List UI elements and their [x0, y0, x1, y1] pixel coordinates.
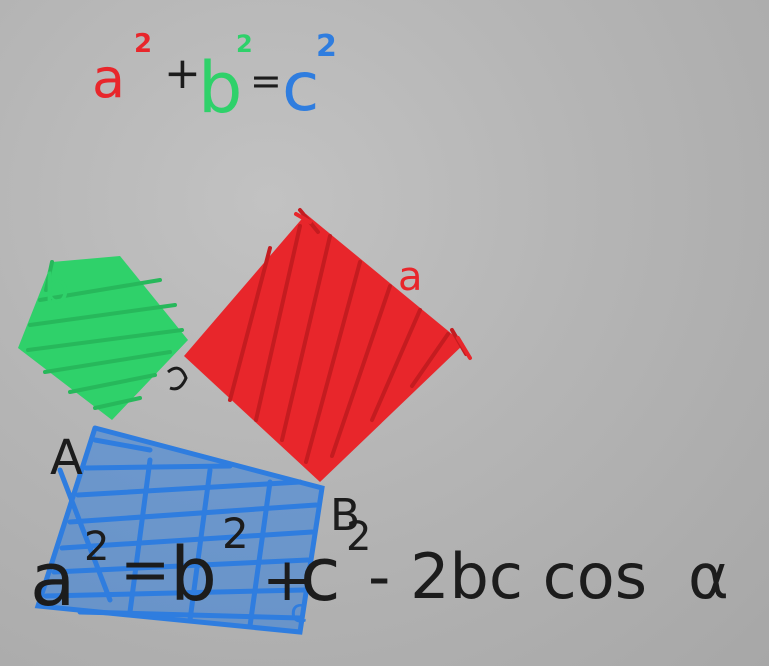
formula-bottom-exp-a: 2	[84, 524, 109, 570]
formula-top-exp-b: 2	[236, 30, 253, 58]
vertex-label-b: B	[330, 490, 360, 541]
formula-bottom-exp-c: 2	[346, 514, 371, 560]
vertex-label-a: A	[50, 430, 83, 486]
formula-top-b: b	[198, 47, 242, 129]
red-square	[184, 208, 472, 482]
formula-bottom-tail: - 2bc cos	[368, 540, 647, 613]
formula-bottom-exp-b: 2	[222, 509, 249, 558]
law-of-cosines-formula: a 2 = b 2 + c 2 - 2bc cos α	[30, 509, 729, 623]
formula-top-a: a	[92, 47, 125, 110]
formula-bottom-plus: +	[262, 545, 312, 615]
label-square-b: b	[44, 266, 69, 312]
formula-bottom-eq: =	[120, 535, 170, 605]
formula-top-eq: =	[250, 59, 282, 103]
formula-bottom-alpha: α	[688, 540, 729, 613]
green-square	[18, 256, 188, 420]
formula-bottom-b: b	[170, 532, 217, 618]
formula-top-exp-c: 2	[316, 29, 337, 64]
pythagoras-formula: a 2 + b 2 = c 2	[92, 29, 337, 129]
formula-bottom-c: c	[300, 532, 341, 618]
blue-square	[34, 425, 325, 635]
formula-top-plus: +	[164, 48, 201, 99]
label-square-c: c	[290, 592, 308, 630]
formula-top-c: c	[282, 48, 319, 127]
triangle-outline	[167, 366, 188, 391]
formula-top-exp-a: 2	[134, 29, 152, 59]
formula-bottom-a: a	[30, 537, 75, 623]
label-square-a: a	[398, 254, 423, 300]
